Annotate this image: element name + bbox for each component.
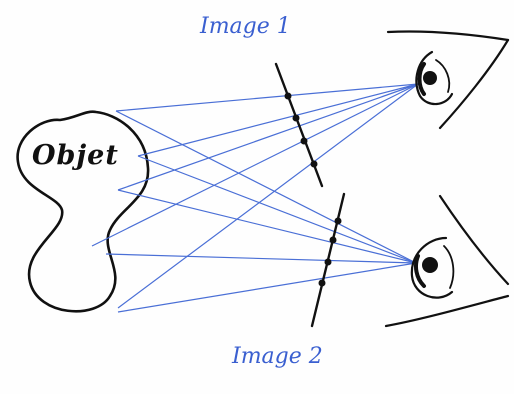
intersection-dot [284,92,292,100]
ray [137,155,417,264]
rays-top-eye [91,83,419,309]
ray [117,189,417,264]
intersection-dot [334,217,342,225]
intersection-dot [318,279,326,287]
ray [105,253,417,264]
intersection-dot [300,137,308,145]
object-outline [16,110,150,313]
ray [137,83,419,157]
ray [117,83,419,191]
eye-top-icon [386,30,510,130]
intersection-dot [329,236,337,244]
ray [117,83,419,309]
image-2-label: Image 2 [232,344,323,369]
ray [91,83,419,247]
intersection-dot [310,160,318,168]
rays-bottom-eye [105,110,417,313]
intersection-dot [292,114,300,122]
image-plane-1-line [274,62,324,188]
ray [117,262,417,313]
object-label: Objet [32,140,119,171]
image-1-label: Image 1 [200,14,291,39]
eye-bottom-icon [384,194,510,328]
ray [115,110,417,264]
intersection-dot [324,258,332,266]
ray [115,83,419,112]
image-plane-1 [274,62,324,188]
image-plane-2 [310,192,346,328]
